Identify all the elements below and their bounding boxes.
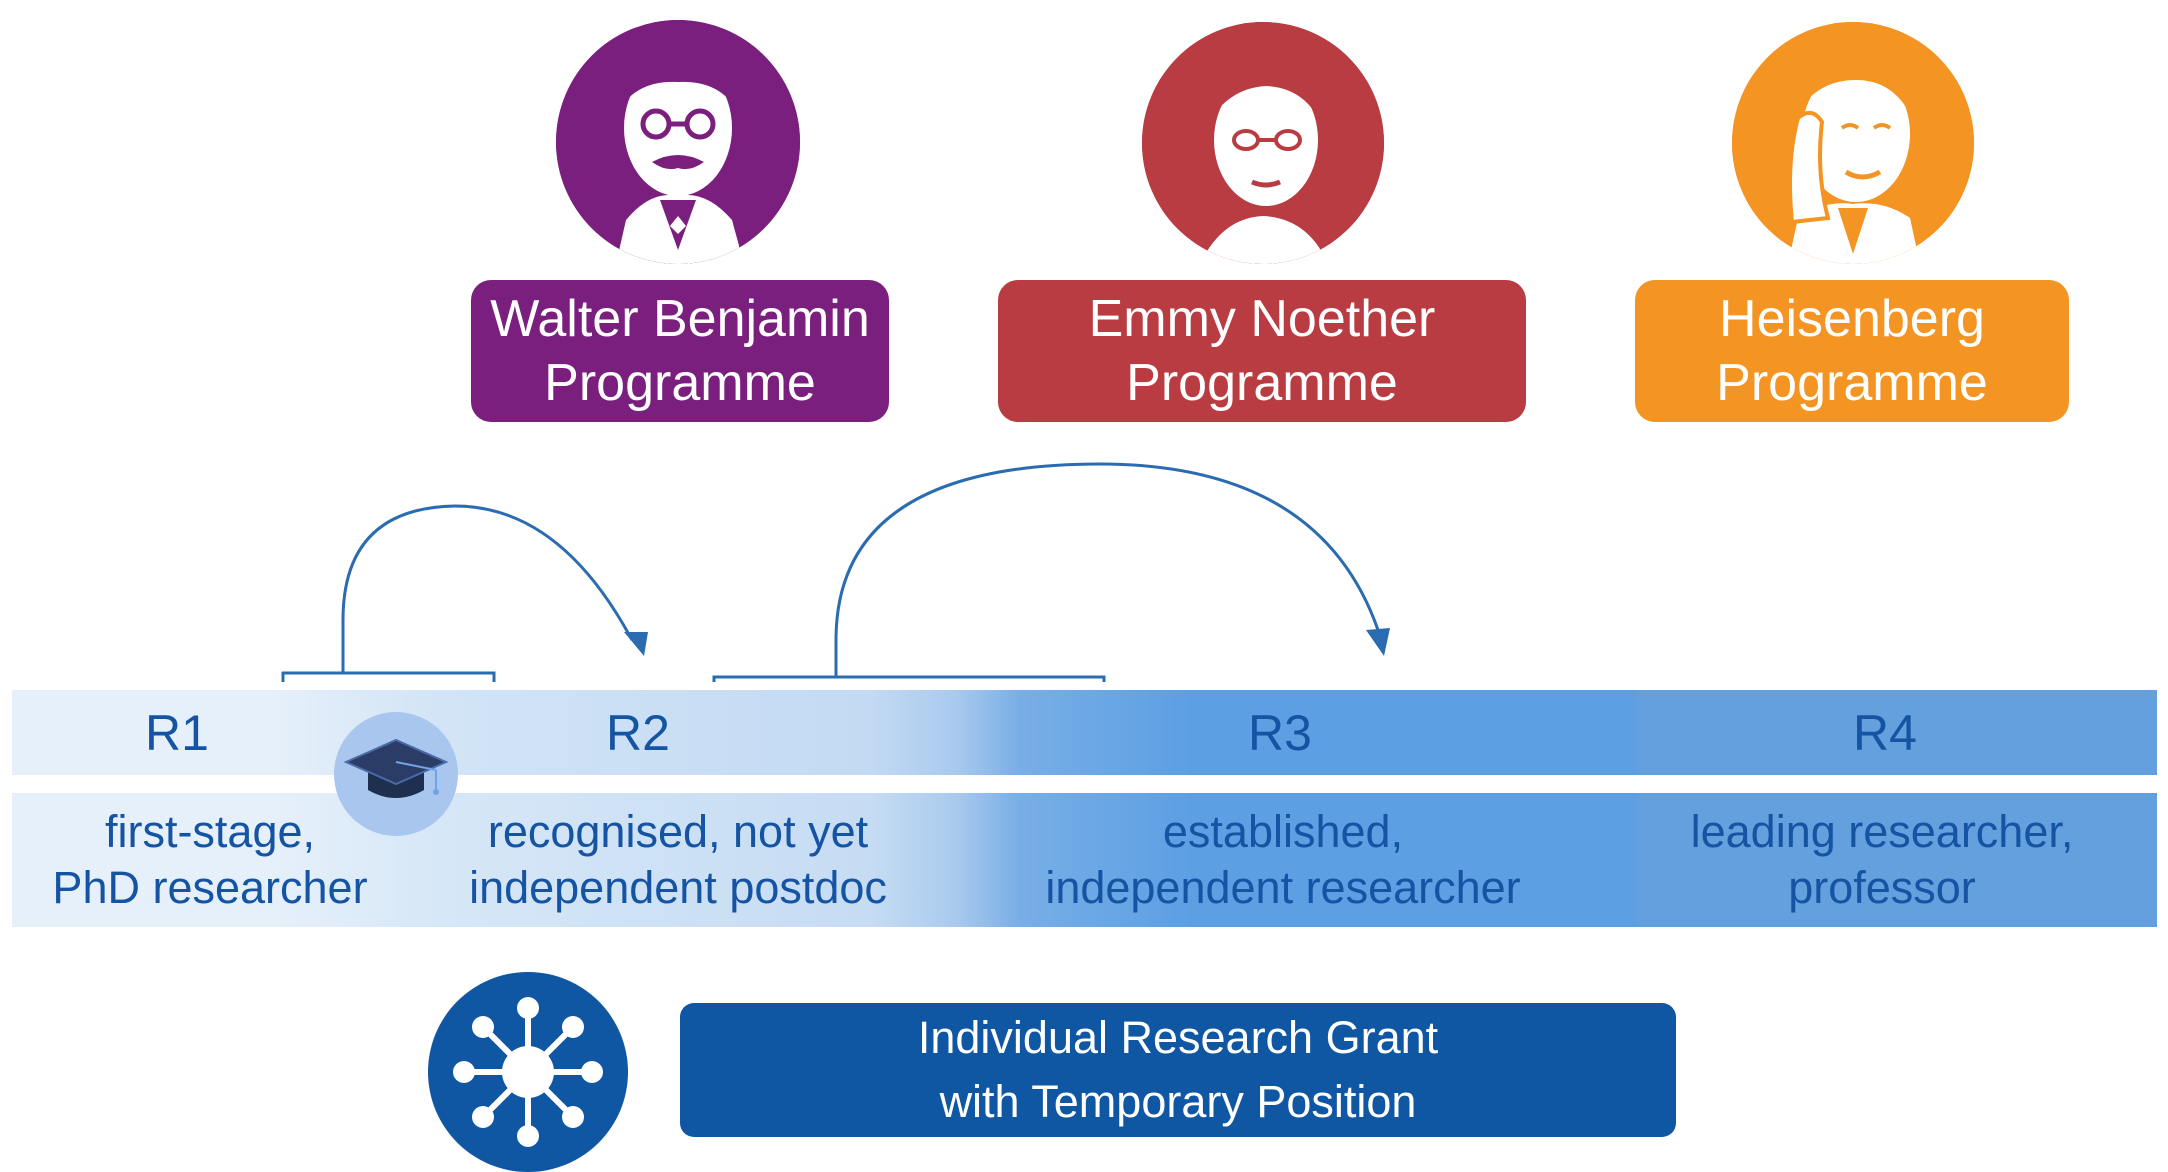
programme-title-line2: Programme <box>544 354 816 412</box>
description-line2: professor <box>1788 862 1976 913</box>
walter-benjamin-programme-box: Walter Benjamin Programme <box>471 280 889 422</box>
r2-bracket <box>712 675 1106 682</box>
individual-research-grant-box: Individual Research Grant with Temporary… <box>680 1003 1676 1137</box>
heisenberg-programme-box: Heisenberg Programme <box>1635 280 2069 422</box>
r1-bracket <box>281 671 496 682</box>
grant-title-line1: Individual Research Grant <box>917 1012 1439 1063</box>
description-line2: independent researcher <box>1045 862 1521 913</box>
programme-title-line1: Emmy Noether <box>1088 290 1436 348</box>
stage-r2-label: R2 <box>606 705 670 761</box>
programme-title-line1: Heisenberg <box>1719 290 1985 348</box>
stage-r1-description: first-stage, PhD researcher <box>52 804 367 916</box>
walter-benjamin-portrait-icon <box>556 20 800 264</box>
r1-to-r2-arrow <box>341 504 634 673</box>
description-line2: PhD researcher <box>52 862 368 913</box>
network-hub-icon <box>428 972 628 1172</box>
stage-r4-label: R4 <box>1853 705 1917 761</box>
stage-r4-description: leading researcher, professor <box>1691 804 2074 916</box>
arrowhead-r2 <box>624 632 648 656</box>
emmy-noether-portrait-icon <box>1142 22 1384 264</box>
arrowhead-r3 <box>1366 628 1390 656</box>
description-line1: leading researcher, <box>1690 806 2074 857</box>
emmy-noether-programme-box: Emmy Noether Programme <box>998 280 1526 422</box>
stage-r3-label: R3 <box>1248 705 1312 761</box>
stage-r1-label: R1 <box>145 705 209 761</box>
programme-title-line1: Walter Benjamin <box>490 290 870 348</box>
heisenberg-portrait-icon <box>1732 22 1974 264</box>
grant-title-line2: with Temporary Position <box>939 1076 1417 1127</box>
programme-title-line2: Programme <box>1126 354 1398 412</box>
stage-r2-description: recognised, not yet independent postdoc <box>469 804 887 916</box>
description-line2: independent postdoc <box>469 862 887 913</box>
description-line1: established, <box>1162 806 1404 857</box>
r2-to-r3-arrow <box>834 462 1380 677</box>
graduation-cap-icon <box>334 712 458 836</box>
description-line1: recognised, not yet <box>487 806 869 857</box>
description-line1: first-stage, <box>104 806 316 857</box>
stage-r3-description: established, independent researcher <box>1045 804 1520 916</box>
programme-title-line2: Programme <box>1716 354 1988 412</box>
